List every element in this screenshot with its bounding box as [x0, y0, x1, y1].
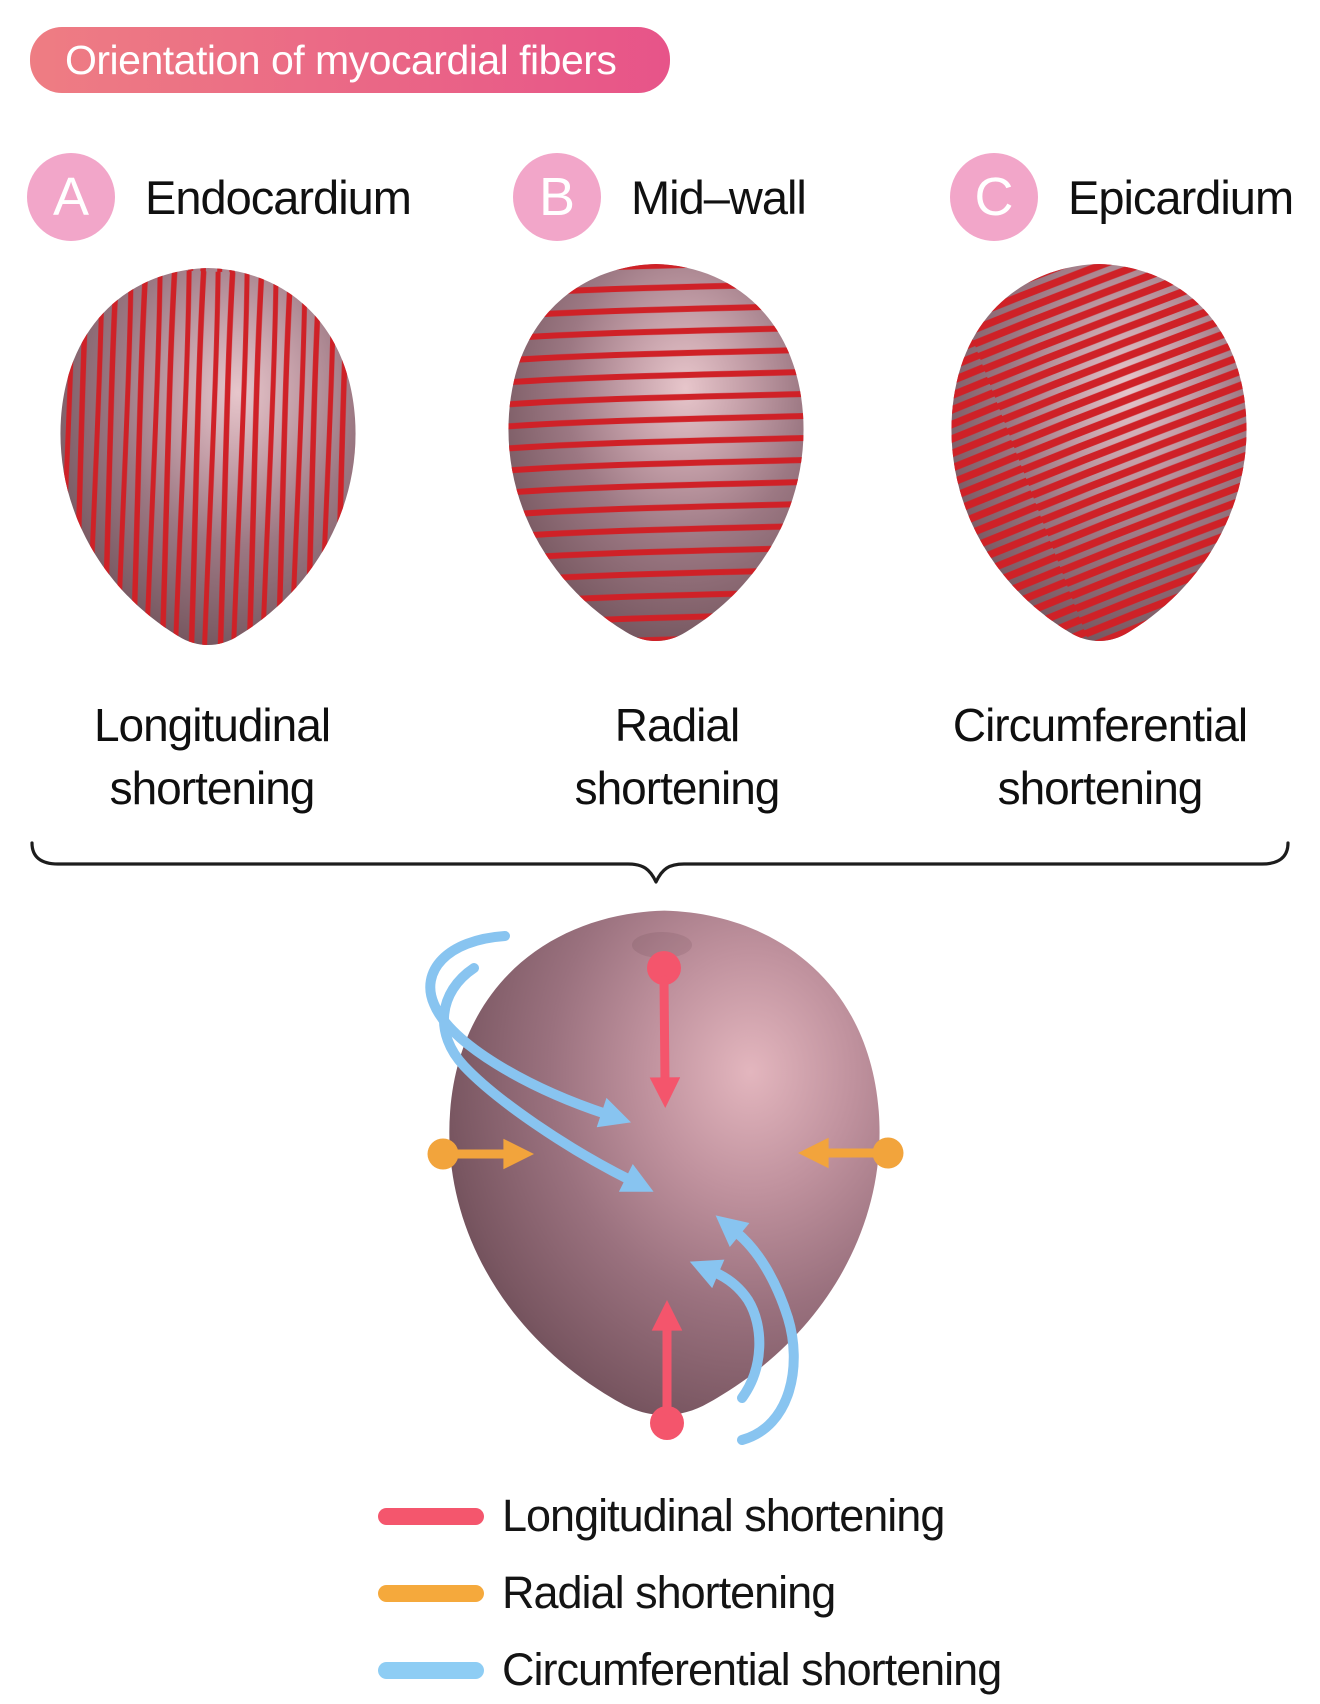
- label-midwall: Mid–wall: [631, 170, 807, 224]
- brace: [30, 841, 1290, 884]
- title-banner: Orientation of myocardial fibers: [30, 27, 670, 93]
- caption-circumferential: Circumferential shortening: [952, 699, 1248, 814]
- circumferential-arrow-upper-1: [425, 931, 631, 1128]
- legend-swatch-radial: [378, 1584, 484, 1602]
- legend: Longitudinal shortening Radial shortenin…: [378, 1488, 1002, 1704]
- radial-arrow-left: [427, 1138, 535, 1170]
- legend-swatch-circumferential: [378, 1661, 484, 1679]
- legend-item-radial: Radial shortening: [378, 1565, 1001, 1621]
- arrow-dot: [427, 1138, 459, 1170]
- fiber-lines-radial: [508, 264, 804, 641]
- label-epicardium: Epicardium: [1068, 170, 1294, 224]
- legend-label-longitudinal: Longitudinal shortening: [502, 1490, 945, 1541]
- fiber-lines-longitudinal: [60, 268, 356, 645]
- arrow-dot: [647, 951, 681, 985]
- arrow-dot: [650, 1406, 684, 1440]
- heart-endocardium: [60, 268, 356, 645]
- panel-header-midwall: B Mid–wall: [513, 153, 807, 241]
- radial-arrow-right: [797, 1137, 904, 1169]
- legend-swatch-longitudinal: [378, 1507, 484, 1525]
- legend-label-circumferential: Circumferential shortening: [502, 1644, 1002, 1695]
- badge-a: A: [27, 153, 115, 241]
- heart-midwall: [508, 264, 804, 641]
- caption-longitudinal: Longitudinal shortening: [93, 699, 331, 814]
- panel-header-epicardium: C Epicardium: [950, 153, 1294, 241]
- fiber-lines-circumferential: [951, 264, 1247, 641]
- circumferential-arrow-upper-2: [439, 963, 654, 1192]
- page-title: Orientation of myocardial fibers: [65, 37, 617, 83]
- panel-header-endocardium: A Endocardium: [27, 153, 412, 241]
- heart-epicardium: [951, 264, 1247, 641]
- apex-dimple: [632, 932, 692, 958]
- big-heart-illustration: [449, 910, 880, 1416]
- legend-item-longitudinal: Longitudinal shortening: [378, 1488, 1001, 1544]
- caption-radial: Radial shortening: [574, 699, 781, 814]
- badge-c: C: [950, 153, 1038, 241]
- arrow-dot: [872, 1137, 904, 1169]
- legend-item-circumferential: Circumferential shortening: [378, 1642, 1002, 1698]
- badge-b: B: [513, 153, 601, 241]
- longitudinal-arrow-bottom: [650, 1299, 684, 1440]
- circumferential-arrow-lower-2: [689, 1259, 765, 1403]
- legend-label-radial: Radial shortening: [502, 1567, 836, 1618]
- circumferential-arrow-lower-1: [715, 1215, 799, 1445]
- longitudinal-arrow-top: [647, 951, 681, 1109]
- label-endocardium: Endocardium: [145, 170, 412, 224]
